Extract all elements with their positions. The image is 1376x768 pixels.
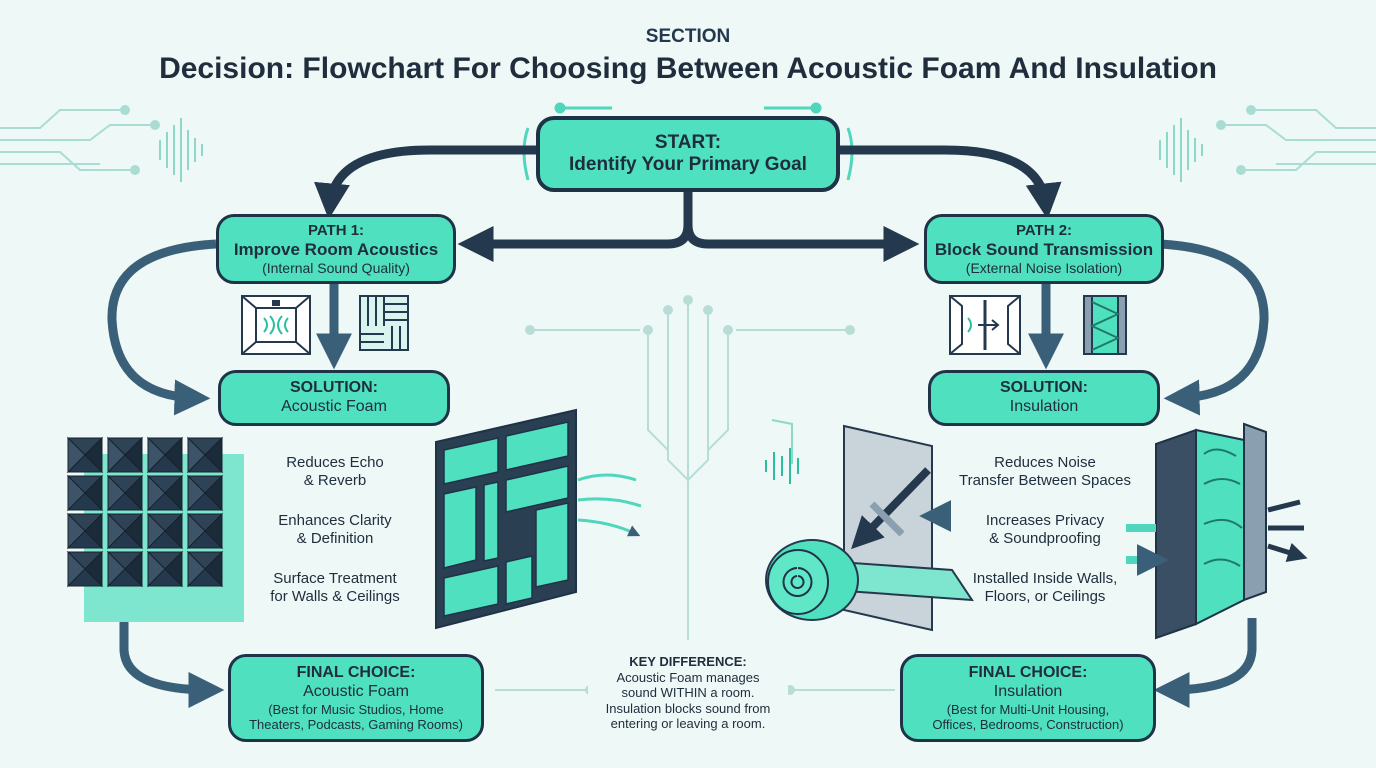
- foam-benefit-1-line1: Reduces Echo: [286, 454, 384, 471]
- foam-tile: [106, 512, 144, 550]
- foam-tile: [106, 474, 144, 512]
- arrow-stem-split-right: [683, 224, 920, 262]
- circuit-decoration-left: [0, 105, 160, 175]
- key-difference-label: KEY DIFFERENCE:: [629, 654, 747, 669]
- insulation-benefit-3-line2: Floors, or Ceilings: [984, 588, 1106, 605]
- final-insulation-detail1: (Best for Multi-Unit Housing,: [946, 701, 1110, 717]
- foam-benefit-2-line1: Enhances Clarity: [278, 512, 392, 529]
- solution-insulation-label: SOLUTION:: [1000, 379, 1088, 397]
- foam-benefit-3-line1: Surface Treatment: [273, 570, 397, 587]
- foam-tile: [146, 550, 184, 588]
- foam-benefit-2-line2: & Definition: [296, 530, 374, 547]
- foam-benefit: Enhances Clarity & Definition: [250, 512, 420, 548]
- final-foam-title: Acoustic Foam: [303, 682, 409, 700]
- insulation-benefit-3-line1: Installed Inside Walls,: [972, 570, 1118, 587]
- circuit-decoration-center: [495, 295, 895, 695]
- foam-tile: [186, 474, 224, 512]
- foam-benefit-1-line2: & Reverb: [303, 472, 367, 489]
- final-foam-detail2: Theaters, Podcasts, Gaming Rooms): [249, 716, 463, 732]
- foam-tile: [106, 550, 144, 588]
- insulation-benefit: Increases Privacy & Soundproofing: [940, 512, 1150, 548]
- solution-insulation-title: Insulation: [1009, 398, 1079, 415]
- insulation-benefit-1-line1: Reduces Noise: [994, 454, 1096, 471]
- key-difference-line3: Insulation blocks sound from: [605, 700, 771, 716]
- insulation-benefit: Reduces Noise Transfer Between Spaces: [940, 454, 1150, 490]
- foam-benefit: Reduces Echo & Reverb: [250, 454, 420, 490]
- path2-subtitle: (External Noise Isolation): [965, 259, 1123, 276]
- solution-foam-node: SOLUTION: Acoustic Foam: [218, 370, 450, 426]
- final-foam-node: FINAL CHOICE: Acoustic Foam (Best for Mu…: [228, 654, 484, 742]
- final-insulation-detail2: Offices, Bedrooms, Construction): [932, 716, 1124, 732]
- key-difference-line1: Acoustic Foam manages: [616, 669, 760, 685]
- waveform-decoration-left: [159, 118, 203, 182]
- sound-block-icon: [949, 295, 1021, 355]
- page-title: Decision: Flowchart For Choosing Between…: [159, 52, 1217, 85]
- path2-label: PATH 2:: [1015, 221, 1073, 239]
- foam-texture-icon: [359, 295, 409, 351]
- insulation-benefit-1-line2: Transfer Between Spaces: [958, 472, 1132, 489]
- foam-tile-grid-icon: [66, 436, 244, 622]
- arrow-start-to-path1: [314, 145, 540, 220]
- final-insulation-node: FINAL CHOICE: Insulation (Best for Multi…: [900, 654, 1156, 742]
- room-reflection-icon: [241, 295, 311, 355]
- arrow-insulation-to-final: [1153, 618, 1257, 708]
- circuit-decoration-right: [1216, 105, 1376, 175]
- waveform-decoration-right: [1159, 118, 1203, 182]
- arrow-start-to-path2: [838, 145, 1062, 220]
- foam-tile: [66, 550, 104, 588]
- start-title: Identify Your Primary Goal: [569, 154, 807, 175]
- foam-panel-icon: [435, 408, 641, 630]
- section-label: SECTION: [645, 26, 731, 47]
- foam-tile: [66, 512, 104, 550]
- foam-tile: [146, 436, 184, 474]
- path2-node: PATH 2: Block Sound Transmission (Extern…: [924, 214, 1164, 284]
- foam-tile: [186, 512, 224, 550]
- path1-title: Improve Room Acoustics: [233, 239, 439, 259]
- final-insulation-title: Insulation: [993, 682, 1063, 700]
- arrow-path2-curve: [1159, 239, 1269, 416]
- insulation-benefit: Installed Inside Walls, Floors, or Ceili…: [940, 570, 1150, 606]
- insulation-benefit-2-line1: Increases Privacy: [985, 512, 1105, 529]
- key-difference: KEY DIFFERENCE: Acoustic Foam manages so…: [588, 654, 788, 732]
- foam-tile: [146, 474, 184, 512]
- foam-tile: [186, 436, 224, 474]
- insulation-wall-icon: [1083, 295, 1127, 355]
- foam-tile: [106, 436, 144, 474]
- arrow-stem-split: [457, 190, 693, 262]
- insulation-roll-icon: [765, 419, 974, 632]
- path1-node: PATH 1: Improve Room Acoustics (Internal…: [216, 214, 456, 284]
- wall-cross-section-icon: [1126, 422, 1304, 640]
- solution-insulation-node: SOLUTION: Insulation: [928, 370, 1160, 426]
- arrow-foam-to-final: [119, 618, 225, 708]
- foam-tile: [186, 550, 224, 588]
- path1-subtitle: (Internal Sound Quality): [262, 259, 410, 276]
- start-label: START:: [654, 131, 722, 153]
- start-node: START: Identify Your Primary Goal: [536, 116, 840, 192]
- foam-tile: [146, 512, 184, 550]
- path1-label: PATH 1:: [307, 221, 365, 239]
- solution-foam-title: Acoustic Foam: [281, 398, 387, 415]
- foam-benefit-3-line2: for Walls & Ceilings: [270, 588, 400, 605]
- final-foam-label: FINAL CHOICE:: [296, 663, 416, 681]
- key-difference-line4: entering or leaving a room.: [610, 716, 766, 732]
- solution-foam-label: SOLUTION:: [290, 379, 378, 397]
- final-insulation-label: FINAL CHOICE:: [968, 663, 1088, 681]
- foam-tile: [66, 474, 104, 512]
- foam-tile: [66, 436, 104, 474]
- insulation-benefit-2-line2: & Soundproofing: [989, 530, 1101, 547]
- path2-title: Block Sound Transmission: [934, 239, 1154, 259]
- foam-benefit: Surface Treatment for Walls & Ceilings: [250, 570, 420, 606]
- final-foam-detail1: (Best for Music Studios, Home: [268, 701, 444, 717]
- key-difference-line2: sound WITHIN a room.: [621, 685, 755, 701]
- arrow-path1-curve: [107, 239, 217, 416]
